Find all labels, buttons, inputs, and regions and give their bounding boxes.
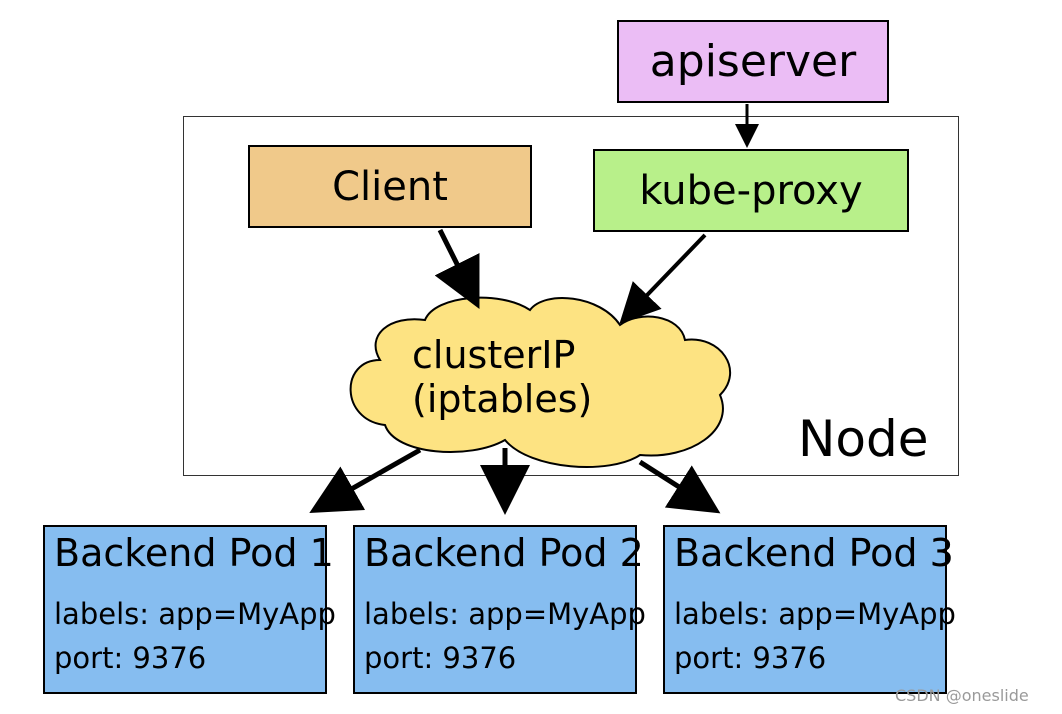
cluster-ip-label: clusterIP (iptables): [412, 333, 592, 421]
pod-port: port: 9376: [54, 641, 207, 675]
apiserver-label: apiserver: [649, 36, 857, 87]
node-label: Node: [798, 410, 929, 468]
cluster-ip-label-line2: (iptables): [412, 377, 593, 421]
watermark: CSDN @oneslide: [895, 686, 1029, 705]
pod-title: Backend Pod 3: [674, 531, 954, 575]
node-frame: [183, 116, 959, 476]
client-box: Client: [248, 145, 532, 228]
pod-title: Backend Pod 1: [54, 531, 334, 575]
client-to-cluster-ip-arrow: [434, 228, 480, 309]
client-label: Client: [332, 163, 448, 210]
apiserver-box: apiserver: [617, 20, 889, 103]
cluster-ip-cloud: [349, 296, 732, 468]
kube-proxy-box: kube-proxy: [593, 149, 909, 232]
backend-pod-2: Backend Pod 2 labels: app=MyApp port: 93…: [353, 525, 646, 694]
pod-port: port: 9376: [364, 641, 517, 675]
backend-pod-3: Backend Pod 3 labels: app=MyApp port: 93…: [663, 525, 956, 694]
pod-labels: labels: app=MyApp: [54, 597, 336, 631]
pod-port: port: 9376: [674, 641, 827, 675]
pod-title: Backend Pod 2: [364, 531, 644, 575]
pod-labels: labels: app=MyApp: [674, 597, 956, 631]
cluster-ip-to-pod-3-arrow: [638, 459, 721, 514]
cluster-ip-label-line1: clusterIP: [412, 333, 576, 377]
kube-proxy-label: kube-proxy: [639, 167, 863, 214]
kube-proxy-to-cluster-ip-arrow: [619, 233, 707, 324]
pod-labels: labels: app=MyApp: [364, 597, 646, 631]
cluster-ip-to-pod-1-arrow: [309, 447, 422, 513]
backend-pod-1: Backend Pod 1 labels: app=MyApp port: 93…: [43, 525, 336, 694]
